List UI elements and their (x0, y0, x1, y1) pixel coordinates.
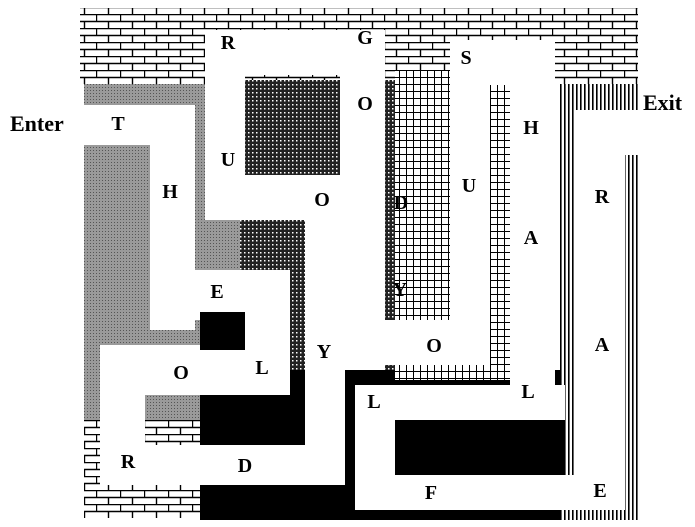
maze-letter: O (314, 190, 330, 210)
maze-letter: R (221, 33, 235, 53)
maze-letter: O (357, 94, 373, 114)
maze-letter: L (255, 358, 268, 378)
maze-letter: R (595, 187, 609, 207)
maze-letter: Y (393, 280, 407, 300)
maze-letter: O (426, 336, 442, 356)
maze-letter: R (121, 452, 135, 472)
black-block-lower (395, 420, 565, 475)
maze-letter: S (460, 48, 471, 68)
black-block-left (200, 395, 305, 445)
maze-letter: L (521, 382, 534, 402)
maze-letter: Y (317, 342, 331, 362)
maze-letter: U (221, 150, 235, 170)
maze-letter: H (523, 118, 539, 138)
maze-letter: E (593, 481, 606, 501)
maze-letter: O (173, 363, 189, 383)
enter-label: Enter (10, 113, 64, 135)
black-block-small (200, 312, 245, 350)
maze-letter: A (524, 228, 538, 248)
maze-letter: D (394, 193, 408, 213)
maze-letter: F (425, 483, 437, 503)
maze-letter: U (462, 176, 476, 196)
maze-letter: D (238, 456, 252, 476)
maze-letter: L (367, 392, 380, 412)
maze-letter: H (162, 182, 178, 202)
maze-letter: T (111, 114, 124, 134)
maze-letter: A (595, 335, 609, 355)
maze-letter: G (357, 28, 373, 48)
exit-label: Exit (643, 92, 682, 114)
maze-letter: E (210, 282, 223, 302)
